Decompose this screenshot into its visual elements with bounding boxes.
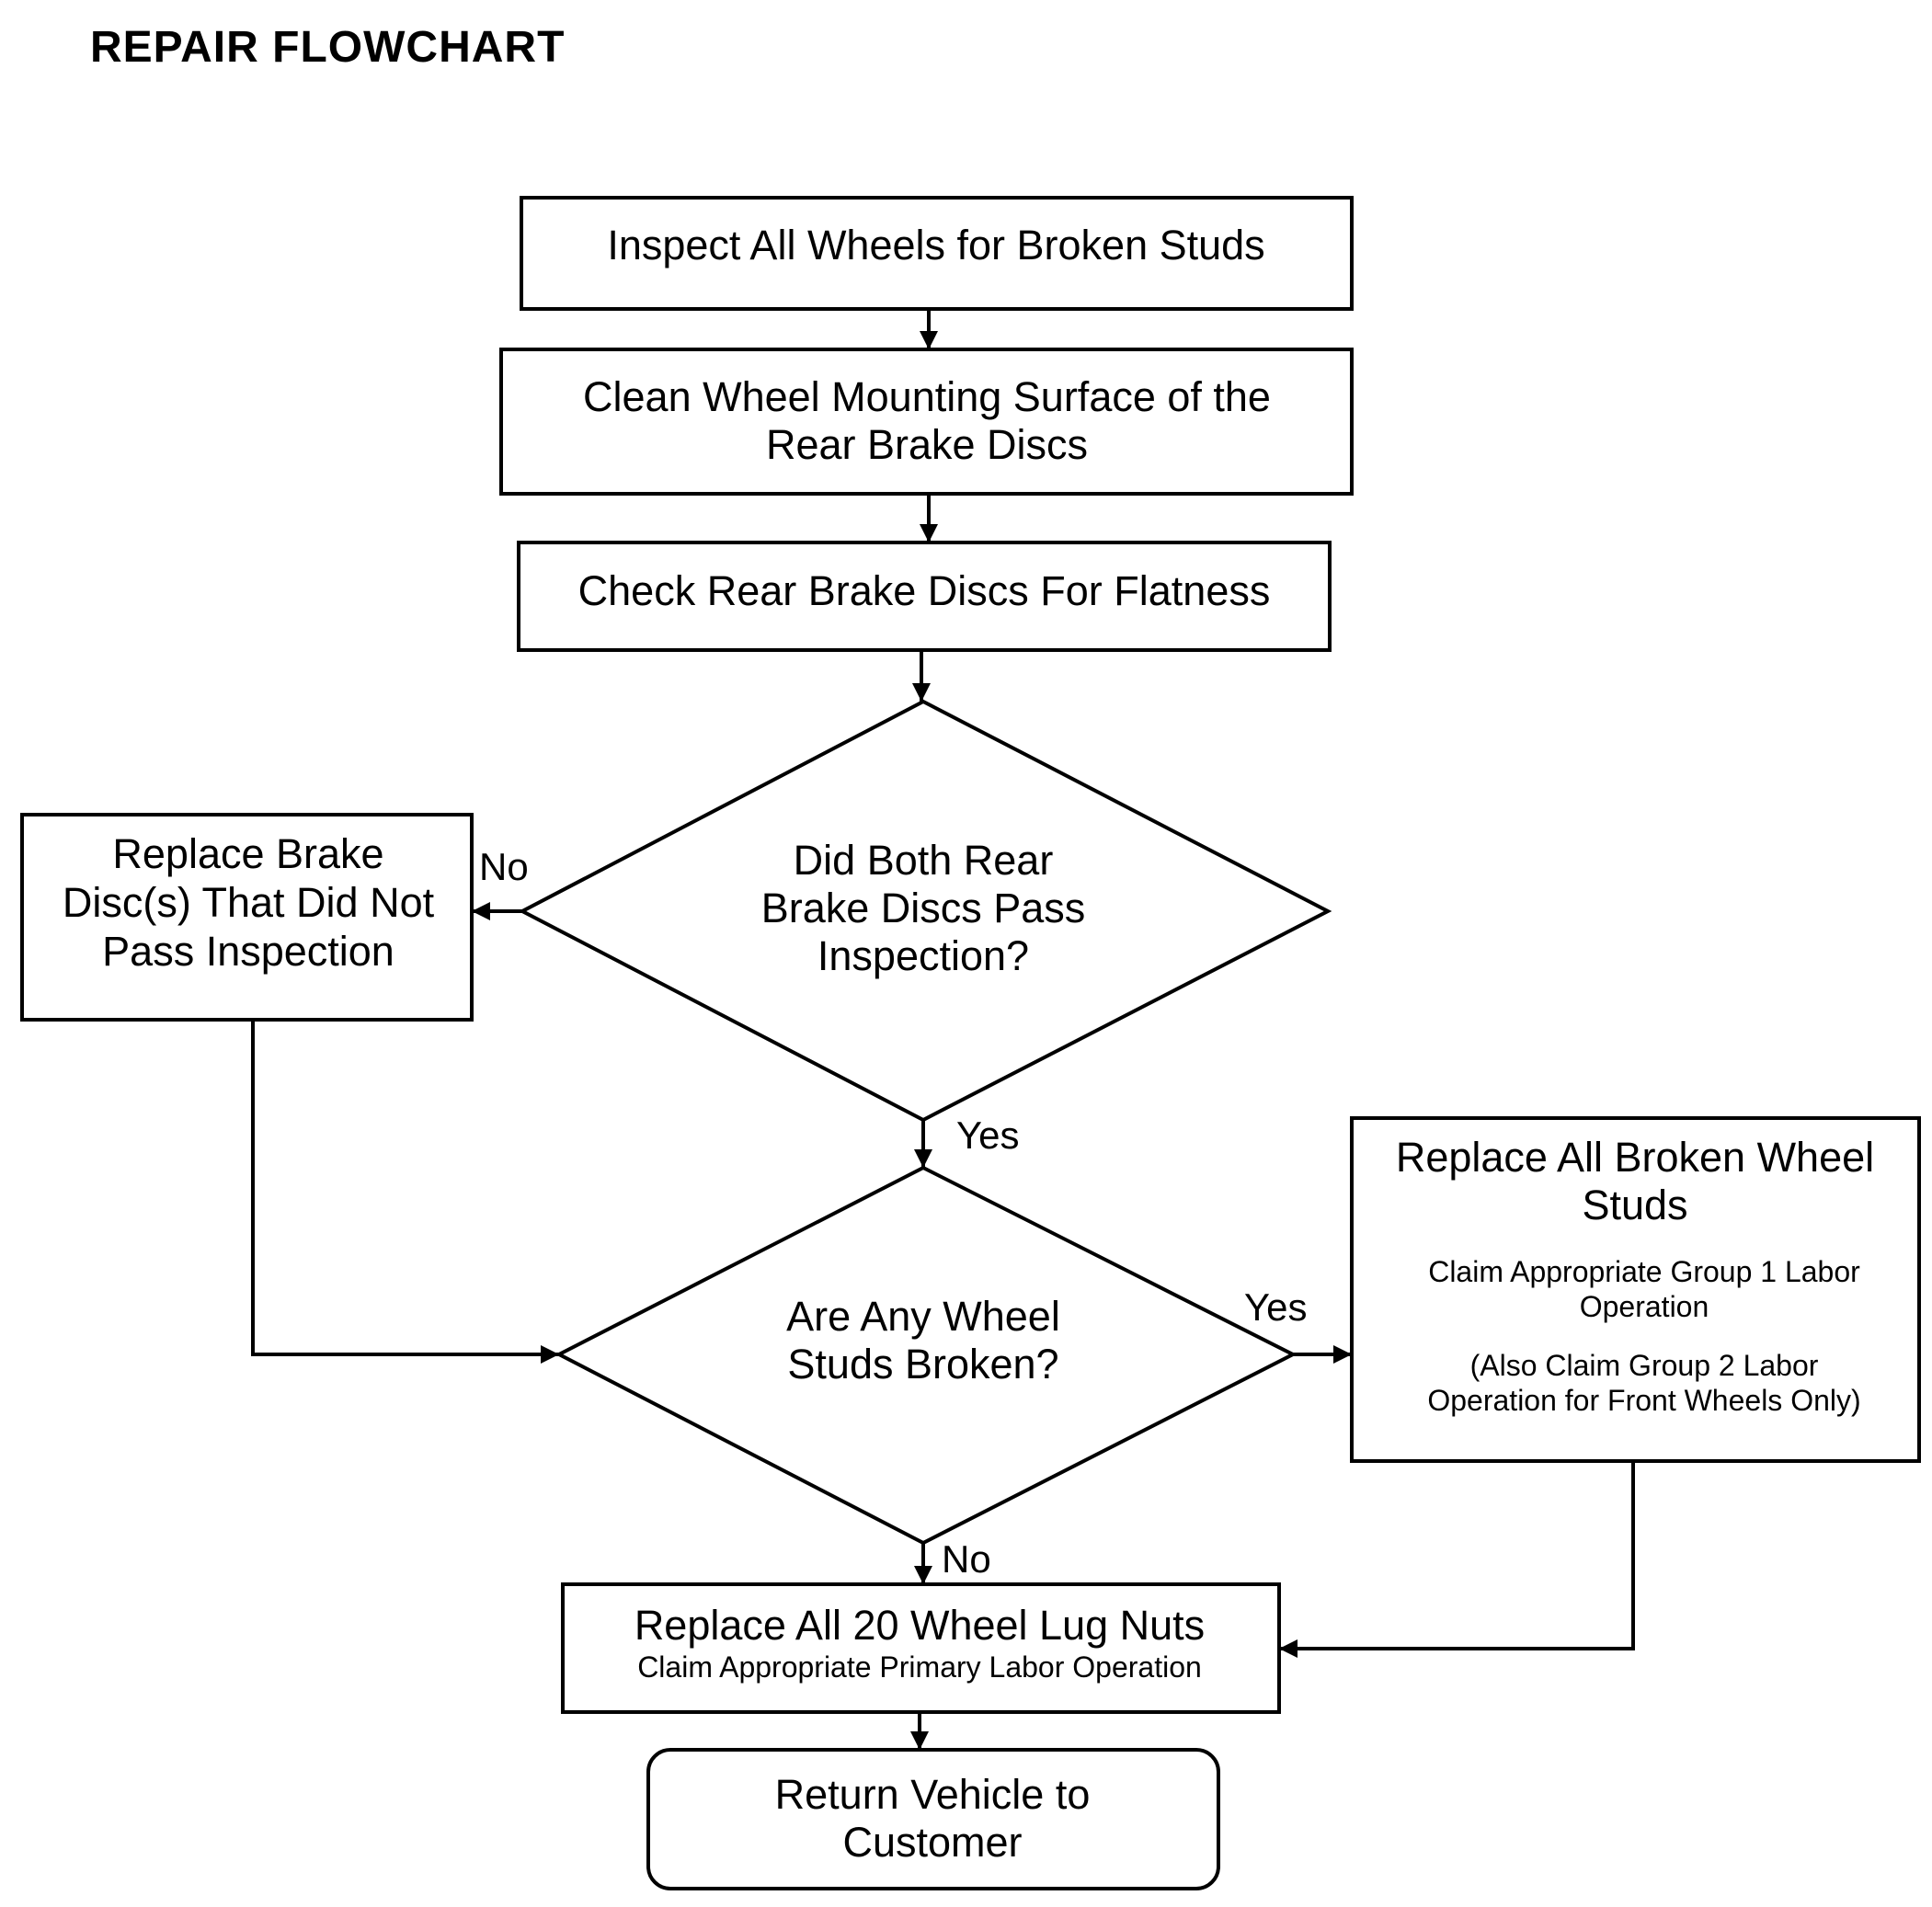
step-replace-discs-line1: Replace Brake (112, 830, 383, 877)
step-inspect-wheels: Inspect All Wheels for Broken Studs (520, 196, 1354, 311)
step-check-text: Check Rear Brake Discs For Flatness (578, 567, 1271, 614)
step-replace-studs-title1: Replace All Broken Wheel (1396, 1134, 1874, 1181)
step-return-vehicle: Return Vehicle to Customer (646, 1748, 1220, 1890)
decision-studs-broken: Are Any Wheel Studs Broken? (554, 1165, 1298, 1546)
step-lug-nuts-title: Replace All 20 Wheel Lug Nuts (634, 1602, 1205, 1649)
arrow-replace-studs-to-lug-nuts (1279, 1461, 1635, 1658)
step-replace-studs-note1-line1: Claim Appropriate Group 1 Labor (1428, 1255, 1860, 1288)
label-discs-no: No (479, 845, 529, 888)
step-replace-lug-nuts: Replace All 20 Wheel Lug Nuts Claim Appr… (561, 1582, 1281, 1714)
step-replace-studs-note1-line2: Operation (1580, 1290, 1709, 1323)
decision-studs-line2: Studs Broken? (787, 1341, 1058, 1387)
step-inspect-text: Inspect All Wheels for Broken Studs (607, 222, 1264, 268)
step-replace-discs: Replace Brake Disc(s) That Did Not Pass … (20, 813, 474, 1022)
step-replace-studs-title2: Studs (1582, 1182, 1687, 1228)
arrow-replace-discs-to-studs-decision (251, 1020, 559, 1364)
step-replace-studs: Replace All Broken Wheel Studs Claim App… (1350, 1116, 1921, 1463)
step-return-line1: Return Vehicle to (775, 1771, 1091, 1818)
label-studs-yes: Yes (1244, 1285, 1308, 1329)
step-replace-studs-note2-line2: Operation for Front Wheels Only) (1427, 1384, 1860, 1417)
decision-discs-pass: Did Both Rear Brake Discs Pass Inspectio… (518, 699, 1332, 1123)
step-clean-line2: Rear Brake Discs (766, 421, 1088, 468)
page-title: REPAIR FLOWCHART (90, 23, 565, 72)
step-clean-line1: Clean Wheel Mounting Surface of the (583, 373, 1271, 420)
step-clean-surface: Clean Wheel Mounting Surface of the Rear… (499, 348, 1354, 496)
decision-studs-line1: Are Any Wheel (786, 1293, 1060, 1340)
decision-discs-line3: Inspection? (817, 932, 1029, 979)
step-replace-studs-note2-line1: (Also Claim Group 2 Labor (1470, 1349, 1819, 1382)
step-replace-discs-line2: Disc(s) That Did Not (63, 879, 435, 926)
step-replace-discs-line3: Pass Inspection (102, 928, 394, 975)
step-return-line2: Customer (842, 1819, 1022, 1866)
decision-discs-line2: Brake Discs Pass (761, 885, 1086, 931)
step-lug-nuts-note: Claim Appropriate Primary Labor Operatio… (637, 1650, 1202, 1684)
label-discs-yes: Yes (956, 1113, 1020, 1157)
label-studs-no: No (942, 1537, 991, 1581)
step-check-flatness: Check Rear Brake Discs For Flatness (517, 541, 1332, 652)
decision-discs-line1: Did Both Rear (794, 837, 1054, 884)
